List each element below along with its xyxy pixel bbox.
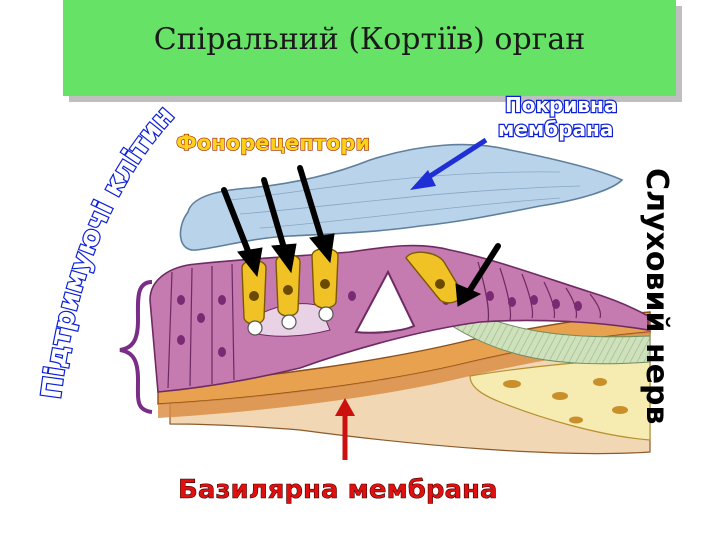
tectorial-membrane bbox=[180, 145, 622, 251]
auditory-nerve-label: Слуховий нерв bbox=[639, 168, 674, 425]
inner-hair-cell-nucleus bbox=[435, 279, 445, 289]
supporting-cells-brace bbox=[120, 282, 152, 412]
tectorial-membrane-label-line2: мембрана bbox=[498, 117, 613, 141]
basilar-membrane-label: Базилярна мембрана bbox=[178, 475, 498, 505]
tectorial-membrane-label-line1: Покривна bbox=[505, 93, 617, 117]
phonoreceptors-label: Фонорецептори bbox=[176, 131, 370, 155]
